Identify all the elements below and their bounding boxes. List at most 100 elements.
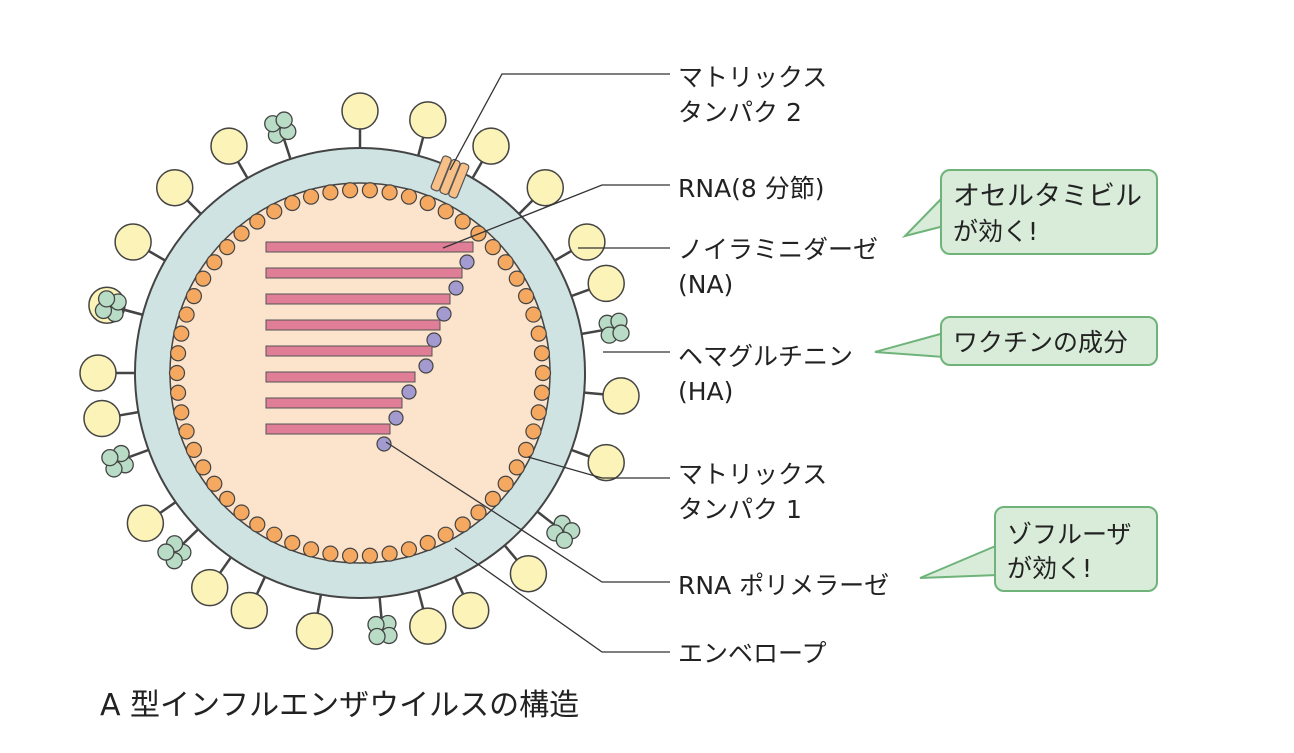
matrix-protein-1: [530, 404, 547, 421]
ha-spike-head: [230, 591, 269, 630]
na-spike-head: [368, 627, 386, 646]
matrix-protein-1: [266, 203, 283, 220]
callout-oseltamivir-box: [940, 169, 1158, 255]
rna-polymerase: [448, 280, 464, 296]
matrix-protein-1: [249, 213, 266, 230]
matrix-protein-1: [454, 213, 471, 230]
leader-matrix1: [527, 456, 670, 479]
na-spike-head: [157, 543, 175, 561]
rna-polymerase: [436, 306, 452, 322]
label-matrix2-line1: マトリックス: [678, 63, 827, 92]
matrix-protein-1: [173, 404, 190, 421]
rna-polymerase: [388, 410, 404, 426]
callout-xofluza-pointer-edge: [919, 544, 999, 579]
ha-spike-head: [409, 101, 447, 139]
rna-segment: [265, 397, 403, 409]
rna-segment: [265, 371, 416, 383]
label-matrix1-line2: タンパク 1: [678, 495, 802, 524]
matrix-protein-1: [249, 516, 266, 533]
ha-spike-head: [126, 504, 165, 543]
matrix-protein-1: [517, 288, 535, 305]
rna-polymerase: [418, 358, 434, 374]
matrix-protein-1: [525, 423, 542, 440]
callout-oseltamivir-line2: が効く!: [953, 217, 1038, 246]
label-polymerase: RNA ポリメラーゼ: [678, 571, 889, 600]
matrix-protein-1: [534, 364, 552, 382]
na-spike-head: [275, 111, 293, 129]
callout-oseltamivir: オセルタミビル が効く!: [901, 169, 1158, 255]
callout-oseltamivir-pointer-edge: [901, 195, 945, 238]
ha-spike-head: [526, 168, 565, 207]
rna-segment: [265, 319, 441, 331]
rna-segment: [265, 423, 391, 435]
matrix-protein-1: [266, 526, 283, 543]
labels: マトリックス タンパク 2 RNA(8 分節) ノイラミニダーゼ (NA) ヘマ…: [678, 63, 889, 668]
rna-polymerase: [376, 436, 392, 452]
matrix-protein-1: [517, 441, 535, 458]
matrix-protein-1: [195, 270, 212, 287]
matrix-protein-1: [185, 288, 203, 305]
callout-xofluza: ゾフルーザ が効く!: [919, 506, 1158, 592]
matrix-protein-1: [341, 547, 359, 564]
matrix-protein-1: [284, 534, 301, 552]
callout-xofluza-line1: ゾフルーザ: [1007, 520, 1132, 549]
callout-vaccine-box: [940, 316, 1158, 366]
callout-vaccine: ワクチンの成分: [874, 316, 1158, 366]
ha-spike-head: [472, 127, 510, 165]
matrix-protein-1: [400, 541, 418, 558]
rna-polymerase: [459, 254, 475, 270]
matrix-protein-1: [169, 384, 187, 401]
matrix-protein-1: [219, 239, 236, 256]
matrix-protein-1: [525, 306, 542, 323]
matrix-protein-1: [437, 203, 454, 220]
rna-segment: [265, 345, 433, 357]
matrix-protein-1: [322, 545, 339, 562]
matrix-protein-1: [437, 526, 454, 543]
matrix-protein-1: [173, 325, 190, 342]
matrix-protein-1: [206, 475, 223, 492]
matrix-protein-1: [178, 423, 195, 440]
ha-spike-head: [114, 223, 152, 261]
matrix-protein-1: [361, 547, 379, 564]
na-spike-head: [612, 324, 630, 342]
label-rna: RNA(8 分節): [678, 174, 825, 203]
rna-segments: [265, 241, 475, 452]
ha-spike-head: [210, 127, 248, 165]
ha-spike-head: [83, 399, 121, 438]
matrix-protein-1: [497, 475, 514, 492]
na-spike-head: [555, 531, 573, 549]
matrix-protein-1: [400, 188, 418, 205]
matrix-protein-1: [470, 504, 487, 521]
matrix-protein-1: [497, 254, 514, 271]
matrix-protein-1-ring: [168, 182, 552, 564]
virus-particle: [79, 92, 640, 650]
matrix-protein-1: [508, 270, 525, 287]
ha-spike-head: [587, 443, 625, 482]
matrix-protein-1: [361, 182, 379, 199]
callout-oseltamivir-line1: オセルタミビル: [953, 181, 1142, 212]
label-na-line2: (NA): [678, 270, 733, 299]
matrix-protein-1: [381, 184, 398, 201]
matrix-protein-1: [341, 182, 359, 199]
ha-spike-head: [587, 264, 625, 303]
ha-spike-head: [155, 168, 194, 207]
callout-vaccine-pointer-edge: [874, 332, 945, 358]
matrix-protein-1: [484, 490, 501, 507]
matrix-protein-1: [284, 194, 301, 212]
matrix-protein-1: [419, 194, 436, 212]
matrix-protein-1: [302, 541, 320, 558]
matrix-protein-1: [533, 384, 551, 401]
label-matrix1-line1: マトリックス: [678, 460, 827, 489]
ha-spike-head: [341, 92, 379, 130]
matrix-protein-1: [185, 441, 203, 458]
label-ha-line1: ヘマグルチニン: [678, 342, 853, 371]
rna-polymerase: [401, 384, 417, 400]
label-ha-line2: (HA): [678, 377, 733, 406]
matrix-protein-1: [381, 545, 398, 562]
ha-spike-head: [451, 591, 490, 630]
na-spike-head: [97, 290, 116, 308]
rna-segment: [265, 293, 451, 305]
diagram-caption: A 型インフルエンザウイルスの構造: [100, 688, 579, 723]
matrix-protein-1: [302, 188, 320, 205]
